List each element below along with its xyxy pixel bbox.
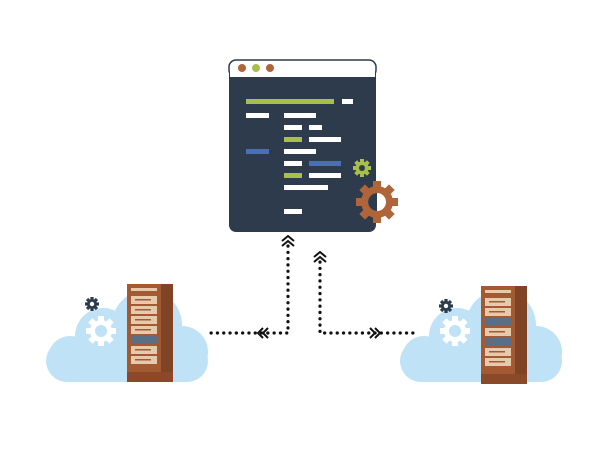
gear-icon [86,316,116,346]
code-line [284,149,316,154]
code-line [284,161,302,166]
chevron-up-icon [281,234,295,247]
connector-left [203,234,295,339]
connector-right [313,250,418,339]
titlebar-fill [230,70,375,77]
code-line [342,99,353,104]
code-window-body [229,60,376,232]
code-line [309,173,341,178]
right-cloud-server [400,286,562,384]
code-line [309,125,322,130]
code-line [284,137,302,142]
gear-icon [440,316,470,346]
code-line [284,125,302,130]
gear-icon [356,181,398,223]
code-line [284,185,328,190]
code-window [228,59,398,232]
code-line [246,99,334,104]
chevron-left-icon [256,327,269,339]
code-line [309,161,341,166]
chevron-up-icon [313,250,327,263]
chevron-right-icon [369,327,382,339]
code-line [246,149,269,154]
gear-icon [439,299,453,313]
code-line [284,173,302,178]
server-rack-icon [127,284,173,382]
window-dot-close [238,64,246,72]
code-line [309,137,341,142]
gear-icon [353,159,371,177]
gear-icon [85,297,99,311]
code-line [284,113,316,118]
window-dot-minimize [252,64,260,72]
code-line [284,209,302,214]
code-line [246,113,269,118]
left-cloud-server [46,284,208,382]
code-lines [246,99,353,214]
server-rack-icon [481,286,527,384]
window-dot-maximize [266,64,274,72]
